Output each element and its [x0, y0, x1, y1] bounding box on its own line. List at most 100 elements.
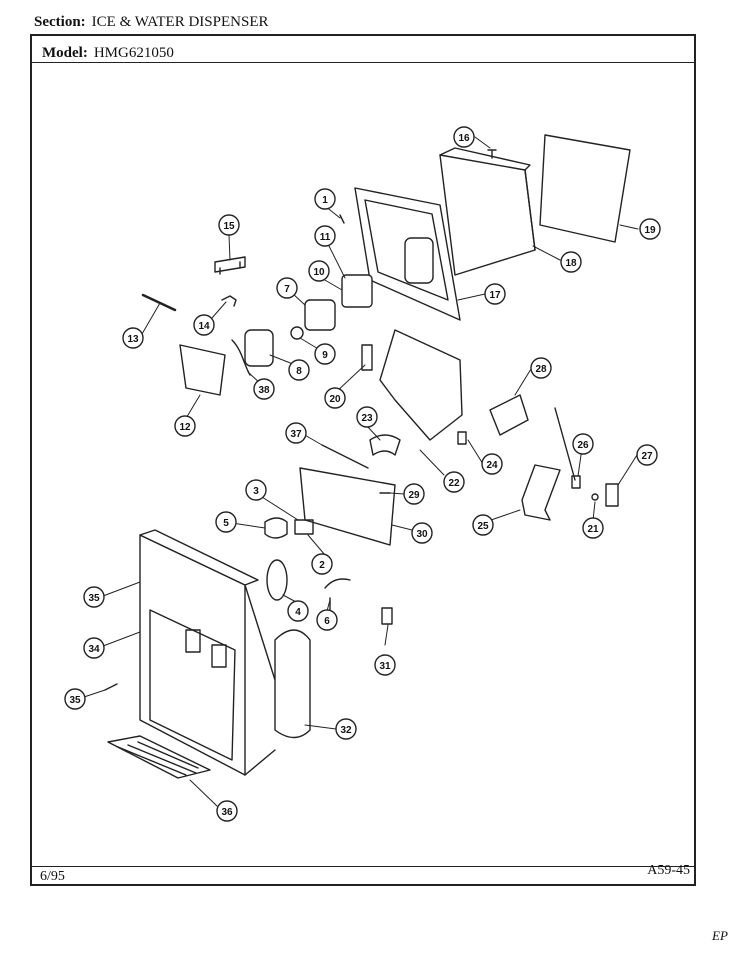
- callout-26-label: 26: [577, 440, 589, 451]
- callout-16: 16: [453, 126, 475, 148]
- part-25-arm: [554, 407, 576, 481]
- section-value: ICE & WATER DISPENSER: [91, 14, 269, 30]
- part-2-switch: [294, 519, 314, 535]
- callout-36: 36: [216, 800, 238, 822]
- part-8-actuator: [244, 329, 274, 367]
- callout-10: 10: [308, 260, 330, 282]
- callout-6: 6: [316, 609, 338, 631]
- callout-9-label: 9: [322, 350, 328, 361]
- callout-10-label: 10: [313, 267, 325, 278]
- part-24-clip: [457, 431, 467, 445]
- callout-23-label: 23: [361, 413, 373, 424]
- callout-5-label: 5: [223, 518, 229, 529]
- callout-7-label: 7: [284, 284, 290, 295]
- part-22-chute: [379, 329, 463, 441]
- callout-15-label: 15: [223, 221, 235, 232]
- part-13-rod: [141, 293, 177, 312]
- callout-21: 21: [582, 517, 604, 539]
- callout-3: 3: [245, 479, 267, 501]
- callout-13-label: 13: [127, 334, 139, 345]
- part-25-lever: [521, 464, 561, 521]
- model-label: Model:: [42, 45, 88, 61]
- part-28-motor-plate: [489, 394, 529, 436]
- callout-15: 15: [218, 214, 240, 236]
- diagram-frame: [30, 34, 696, 886]
- callout-31: 31: [374, 654, 396, 676]
- callout-18: 18: [560, 251, 582, 273]
- callout-31-label: 31: [379, 661, 391, 672]
- callout-11-label: 11: [320, 232, 331, 243]
- model-heading: Model:HMG621050: [42, 45, 174, 62]
- callout-3-label: 3: [253, 486, 259, 497]
- part-32-duct: [274, 629, 311, 739]
- callout-30-label: 30: [416, 529, 428, 540]
- part-16-screw: [487, 149, 497, 159]
- part-18-cover: [439, 154, 536, 276]
- callout-5: 5: [215, 511, 237, 533]
- part-1-pin: [339, 214, 345, 224]
- callout-17: 17: [484, 283, 506, 305]
- callout-8: 8: [288, 359, 310, 381]
- callout-37: 37: [285, 422, 307, 444]
- part-34-paddle-left: [185, 629, 201, 653]
- part-37-rod: [321, 444, 369, 469]
- callout-16-label: 16: [458, 133, 470, 144]
- callout-38-label: 38: [258, 385, 270, 396]
- part-12-plate: [179, 344, 226, 396]
- handwritten-initials: EP: [712, 928, 728, 943]
- part-5-solenoid: [264, 517, 288, 539]
- callout-34: 34: [83, 637, 105, 659]
- part-17-inner: [364, 199, 449, 301]
- callout-32: 32: [335, 718, 357, 740]
- callout-4-label: 4: [295, 607, 301, 618]
- callouts: 1 2 3 4 5 6 7 8 9 10 11 12 13 14 15 16 1…: [64, 126, 661, 822]
- callout-11: 11: [314, 225, 336, 247]
- callout-35-lower: 35: [64, 688, 86, 710]
- callout-12-label: 12: [179, 422, 191, 433]
- part-34-paddle-right: [211, 644, 227, 668]
- part-21-screw: [591, 493, 599, 501]
- header-divider: [30, 62, 696, 63]
- callout-17-label: 17: [489, 290, 501, 301]
- part-15-bracket: [214, 256, 246, 275]
- part-9-knob: [290, 326, 304, 340]
- part-31-clip: [381, 607, 393, 625]
- part-11-gasket: [341, 274, 373, 308]
- section-heading: Section:ICE & WATER DISPENSER: [34, 14, 269, 31]
- part-35-screw: [104, 683, 118, 691]
- part-34-bottom: [244, 749, 276, 776]
- callout-25-label: 25: [477, 521, 489, 532]
- part-17-opening: [404, 237, 434, 284]
- callout-2: 2: [311, 553, 333, 575]
- callout-22-label: 22: [448, 478, 460, 489]
- callout-25: 25: [472, 514, 494, 536]
- part-4-bulb: [266, 559, 288, 601]
- part-23-flap: [369, 434, 401, 456]
- part-36-drip-tray: [107, 735, 211, 779]
- callout-19: 19: [639, 218, 661, 240]
- part-27-plate: [605, 483, 619, 507]
- part-19-panel: [539, 134, 631, 243]
- part-7-pad: [304, 299, 336, 331]
- callout-20: 20: [324, 387, 346, 409]
- callout-29: 29: [403, 483, 425, 505]
- callout-6-label: 6: [324, 616, 330, 627]
- callout-38: 38: [253, 378, 275, 400]
- part-30-housing: [299, 467, 396, 546]
- callout-20-label: 20: [329, 394, 341, 405]
- callout-13: 13: [122, 327, 144, 349]
- part-34-side: [244, 584, 276, 681]
- callout-19-label: 19: [644, 225, 656, 236]
- footer-divider: [30, 866, 696, 867]
- callout-1: 1: [314, 188, 336, 210]
- callout-35-upper-label: 35: [88, 593, 100, 604]
- callout-24: 24: [481, 453, 503, 475]
- callout-34-label: 34: [88, 644, 100, 655]
- callout-37-label: 37: [290, 429, 302, 440]
- callout-28-label: 28: [535, 364, 547, 375]
- part-20-bracket: [361, 344, 373, 371]
- callout-1-label: 1: [322, 195, 328, 206]
- part-35-panel-top: [139, 529, 259, 586]
- part-18-edge: [524, 169, 536, 251]
